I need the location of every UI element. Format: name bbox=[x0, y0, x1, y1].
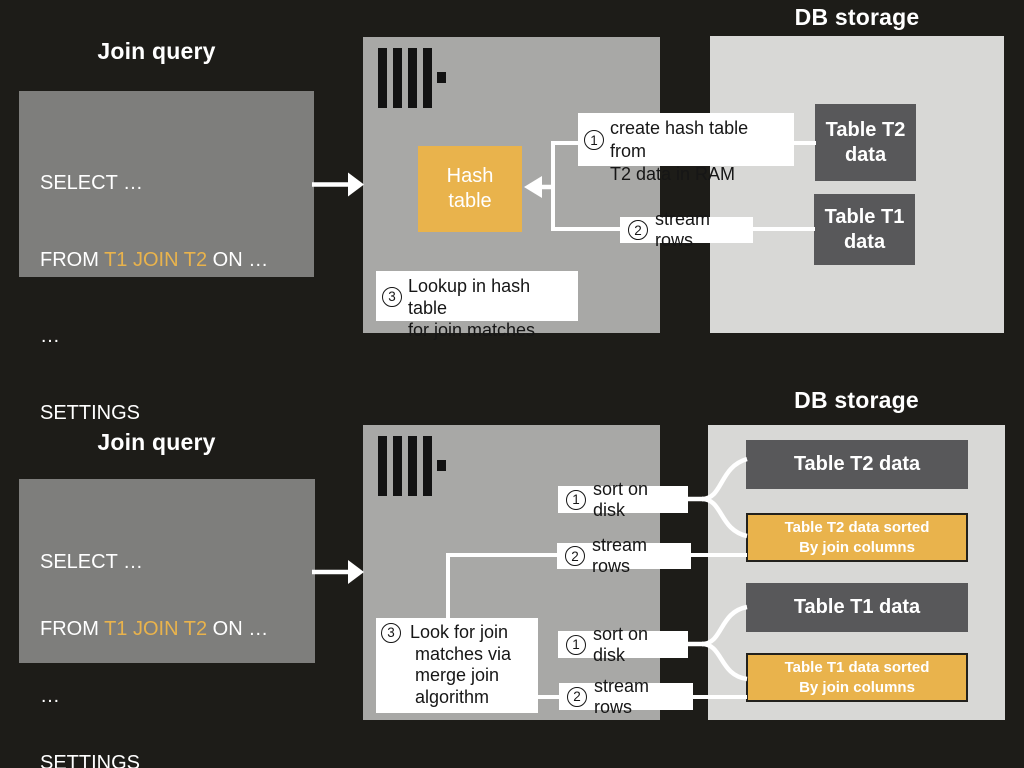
logo-dot bbox=[437, 460, 446, 471]
bottom-table-t2-sorted-box: Table T2 data sorted By join columns bbox=[746, 513, 968, 562]
query-line: SETTINGS bbox=[40, 401, 141, 424]
step-number-badge: 3 bbox=[382, 287, 402, 307]
highlight-join-clause: T1 JOIN T2 bbox=[104, 618, 208, 641]
query-line: FROM T1 JOIN T2 ON … bbox=[40, 248, 269, 271]
hash-table-box: Hash table bbox=[418, 146, 522, 232]
highlight-join-clause: T1 JOIN T2 bbox=[104, 248, 208, 271]
bottom-step3-merge-label: 3 Look for join matches via merge join a… bbox=[376, 618, 538, 713]
top-db-storage-box bbox=[710, 36, 1004, 333]
top-step1-create-hash-label: 1 create hash table from T2 data in RAM bbox=[578, 113, 794, 184]
top-db-storage-title: DB storage bbox=[794, 4, 920, 30]
bottom-join-query-title: Join query bbox=[97, 429, 216, 455]
query-line: SELECT … bbox=[40, 550, 143, 573]
top-table-t1-box: Table T1 data bbox=[814, 194, 915, 265]
bottom-db-storage-title: DB storage bbox=[794, 387, 919, 413]
step-number-badge: 1 bbox=[566, 489, 586, 510]
clickhouse-logo-icon bbox=[363, 37, 453, 117]
query-line: … bbox=[40, 685, 60, 708]
top-join-query-title: Join query bbox=[97, 38, 216, 64]
step-number-badge: 1 bbox=[566, 634, 586, 655]
step-number-badge: 2 bbox=[628, 220, 648, 240]
query-line: … bbox=[40, 325, 60, 347]
bottom-table-t1-sorted-box: Table T1 data sorted By join columns bbox=[746, 653, 968, 702]
top-step2-stream-rows-label: 2 stream rows bbox=[620, 209, 753, 250]
logo-bar bbox=[378, 436, 387, 496]
top-table-t2-box: Table T2 data bbox=[815, 104, 916, 181]
bottom-step1-sort-t1-label: 1 sort on disk bbox=[558, 624, 688, 665]
step-number-badge: 2 bbox=[565, 546, 585, 566]
bottom-query-code: SELECT … FROM T1 JOIN T2 ON … … SETTINGS… bbox=[40, 506, 268, 768]
bottom-step2-stream-t1-label: 2 stream rows bbox=[559, 676, 693, 717]
step-number-badge: 3 bbox=[381, 622, 401, 643]
logo-bar bbox=[408, 48, 417, 108]
query-line: SETTINGS bbox=[40, 752, 141, 768]
logo-bar bbox=[393, 48, 402, 108]
logo-dot bbox=[437, 72, 446, 83]
logo-bar bbox=[408, 436, 417, 496]
query-line: FROM T1 JOIN T2 ON … bbox=[40, 618, 269, 641]
bottom-step1-sort-t2-label: 1 sort on disk bbox=[558, 479, 688, 520]
query-line: SELECT … bbox=[40, 172, 143, 194]
top-join-query-box: SELECT … FROM T1 JOIN T2 ON … … SETTINGS… bbox=[19, 91, 314, 500]
top-query-arrow bbox=[312, 172, 364, 197]
bottom-query-arrow bbox=[312, 560, 364, 584]
bottom-table-t1-box: Table T1 data bbox=[746, 583, 968, 632]
step-number-badge: 2 bbox=[567, 686, 587, 707]
logo-bar bbox=[423, 436, 432, 496]
bottom-join-query-box: SELECT … FROM T1 JOIN T2 ON … … SETTINGS… bbox=[19, 479, 315, 768]
logo-bar bbox=[423, 48, 432, 108]
clickhouse-logo-icon bbox=[363, 425, 453, 505]
step-number-badge: 1 bbox=[584, 130, 604, 150]
logo-bar bbox=[378, 48, 387, 108]
logo-bar bbox=[393, 436, 402, 496]
bottom-step2-stream-t2-label: 2 stream rows bbox=[557, 535, 691, 576]
bottom-table-t2-box: Table T2 data bbox=[746, 440, 968, 489]
top-step3-lookup-label: 3 Lookup in hash table for join matches bbox=[376, 271, 578, 340]
